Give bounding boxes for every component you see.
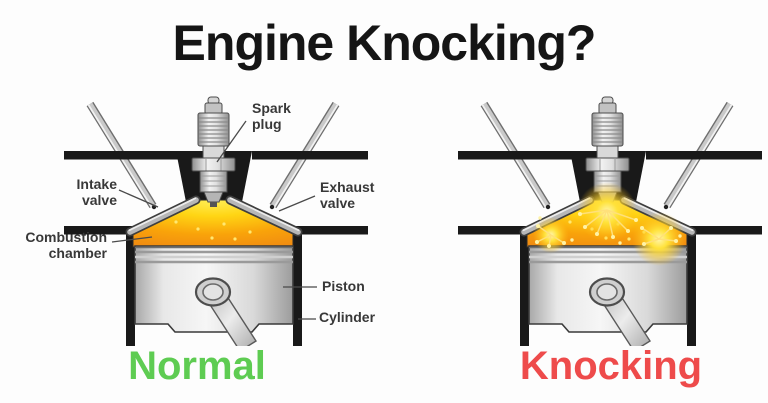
engine-knocking-svg [420, 96, 768, 346]
page-title: Engine Knocking? [172, 15, 597, 71]
label-piston: Piston [322, 278, 365, 294]
label-combustion-chamber: Combustion chamber [25, 229, 107, 261]
label-cylinder: Cylinder [319, 309, 376, 325]
engine-diagram-knocking [420, 96, 768, 346]
knock-ignition-dots [535, 212, 682, 248]
knock-hotspots [533, 182, 686, 266]
label-exhaust-valve: Exhaust valve [320, 179, 375, 211]
caption-normal: Normal [128, 344, 266, 388]
label-intake-valve: Intake valve [76, 176, 117, 208]
caption-knocking: Knocking [519, 344, 703, 388]
label-spark-plug: Spark plug [252, 100, 291, 132]
